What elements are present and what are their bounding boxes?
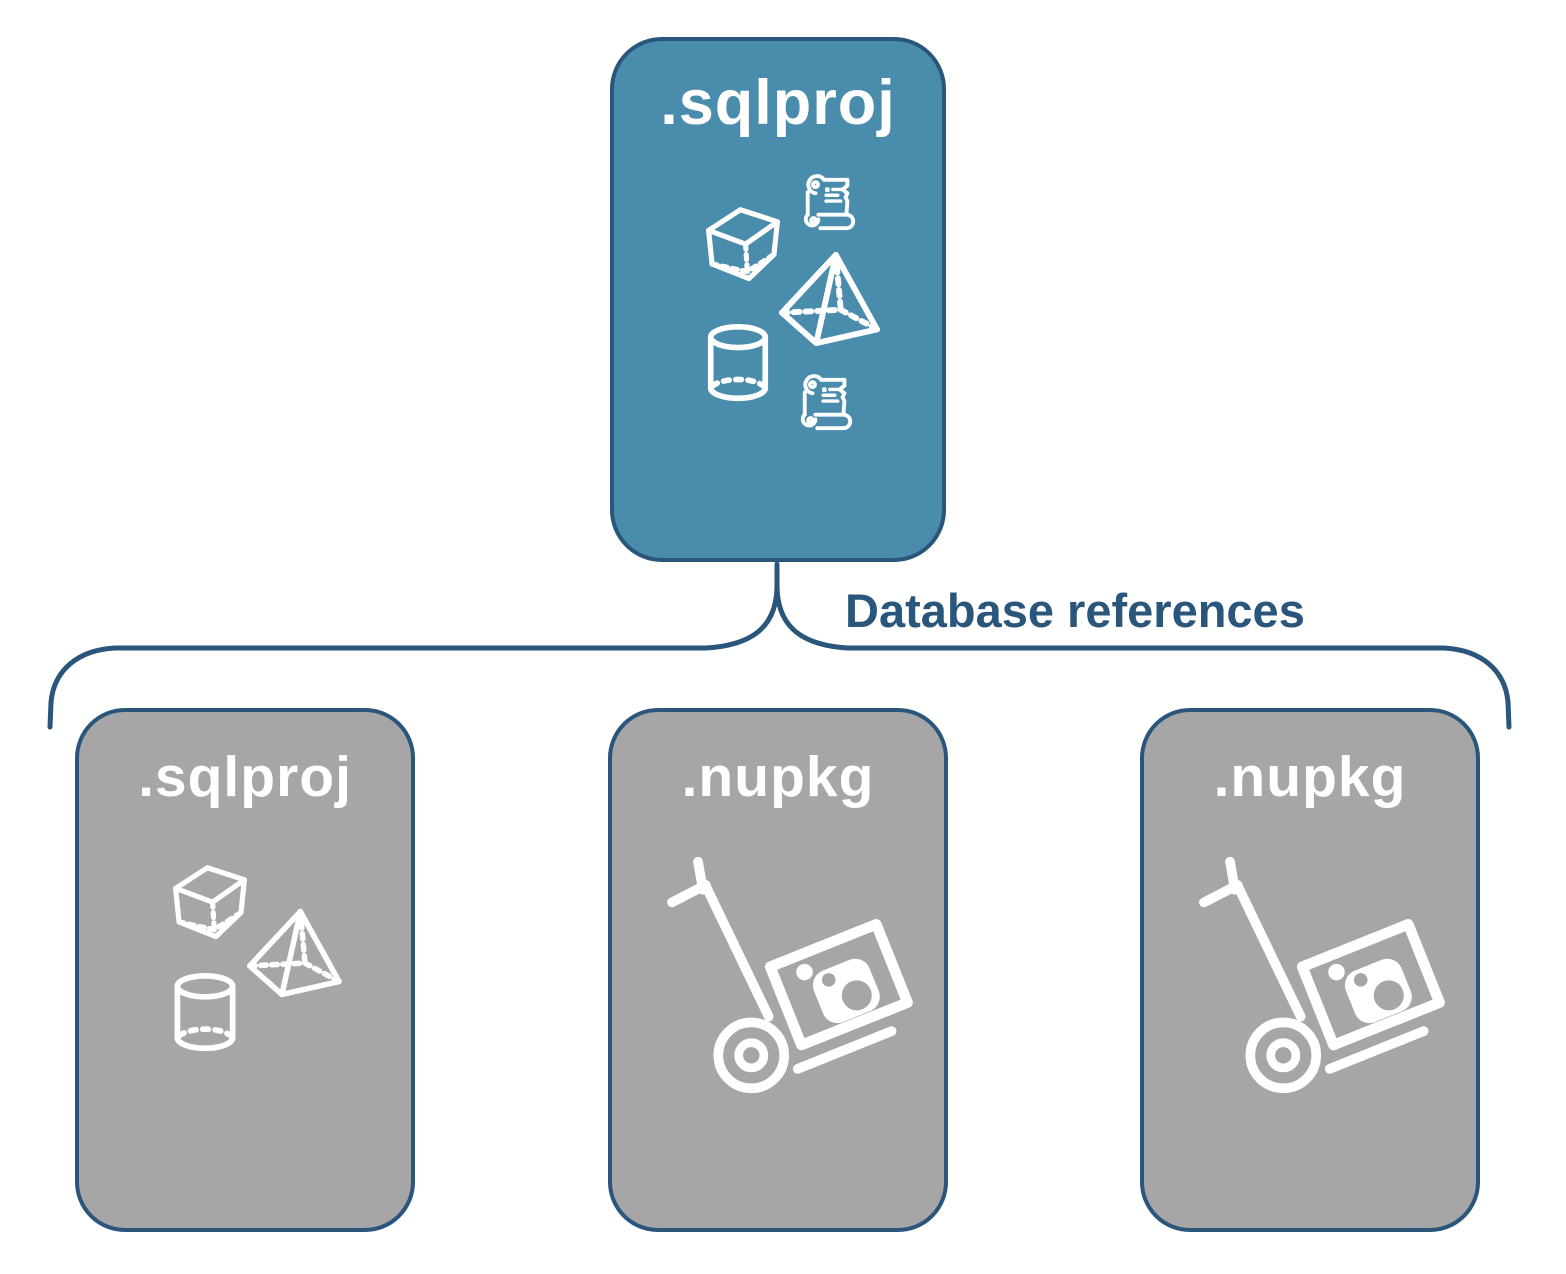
handtruck-package-icon [664, 854, 916, 1096]
root-node-label: .sqlproj [660, 68, 896, 138]
connector-label: Database references [845, 584, 1305, 637]
child-node-nupkg: .nupkg [1140, 708, 1480, 1232]
pyramid-icon [774, 250, 882, 348]
pyramid-icon [242, 907, 344, 999]
child-node-label: .nupkg [681, 745, 875, 809]
child-node-label: .sqlproj [138, 745, 352, 809]
cylinder-icon [705, 324, 771, 403]
child-node-sqlproj: .sqlproj [75, 708, 415, 1232]
cylinder-icon [170, 973, 240, 1053]
handtruck-package-icon [1196, 854, 1448, 1096]
cube-icon [167, 860, 253, 946]
child-node-nupkg: .nupkg [608, 708, 948, 1232]
root-node-sqlproj: .sqlproj [610, 37, 946, 562]
scroll-icon [796, 372, 858, 434]
child-node-label: .nupkg [1213, 745, 1407, 809]
scroll-icon [799, 172, 861, 234]
